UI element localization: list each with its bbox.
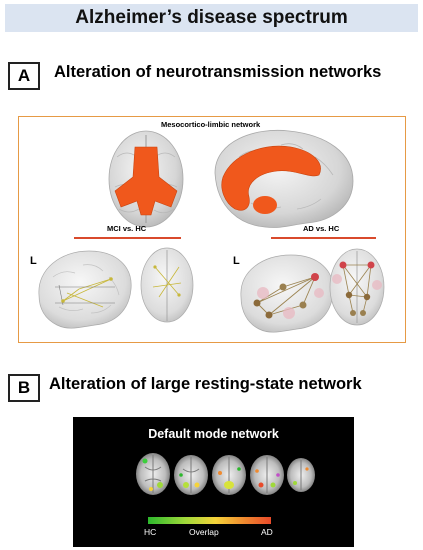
- panel-a-frame: Mesocortico-limbic network MCI vs. HC AD…: [18, 116, 406, 343]
- hemisphere-left-label: L: [30, 255, 37, 267]
- brain-mci-axial: [140, 247, 194, 323]
- colorbar-left-label: HC: [144, 527, 157, 537]
- comparison-right-label: AD vs. HC: [303, 224, 340, 233]
- comparison-left-underline: [74, 237, 181, 239]
- dmn-panel: Default mode network: [73, 417, 354, 547]
- axial-slice-1: [136, 453, 170, 495]
- panel-a-heading: Alteration of neurotransmission networks: [54, 63, 382, 81]
- colorbar: [148, 517, 271, 524]
- axial-slice-5: [287, 458, 315, 492]
- axial-slice-2: [174, 455, 208, 495]
- axial-slice-4: [250, 455, 284, 495]
- comparison-left-label: MCI vs. HC: [107, 224, 147, 233]
- brain-side-view: [214, 129, 354, 228]
- panel-b-heading: Alteration of large resting-state networ…: [49, 375, 362, 393]
- network-title: Mesocortico-limbic network: [161, 120, 261, 129]
- panel-a-artwork: [38, 129, 385, 333]
- brain-mci-lateral: [38, 250, 132, 329]
- panel-a-label: A: [8, 62, 40, 90]
- brain-front-view: [108, 130, 184, 228]
- axial-slice-3: [212, 455, 246, 495]
- dmn-title: Default mode network: [148, 427, 279, 441]
- title-banner: Alzheimer’s disease spectrum: [5, 4, 418, 32]
- brain-ad-axial: [329, 248, 385, 326]
- panel-b-label: B: [8, 374, 40, 402]
- colorbar-right-label: AD: [261, 527, 273, 537]
- dmn-slices: [136, 453, 315, 524]
- page-title: Alzheimer’s disease spectrum: [75, 7, 348, 28]
- comparison-right-underline: [271, 237, 376, 239]
- colorbar-middle-label: Overlap: [189, 527, 219, 537]
- brain-ad-lateral: [240, 254, 334, 333]
- hemisphere-right-label: L: [233, 255, 240, 267]
